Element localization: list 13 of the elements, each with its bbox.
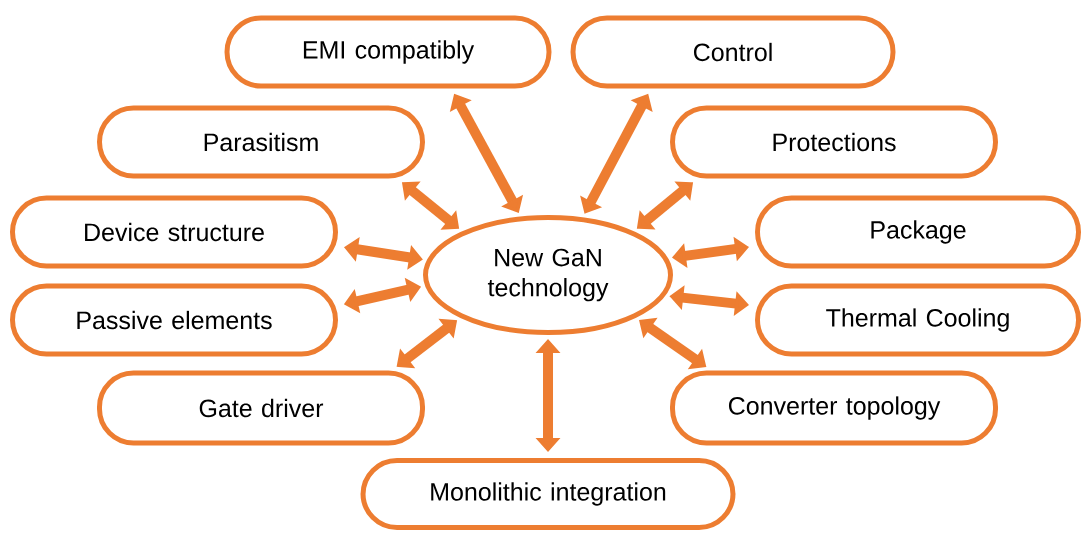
topic-box: Device structure xyxy=(10,195,338,269)
topic-box: Thermal Cooling xyxy=(755,283,1081,357)
topic-box: Package xyxy=(755,195,1081,269)
topic-box: Control xyxy=(570,15,896,89)
topic-box: Parasitism xyxy=(97,105,425,179)
topic-box: Protections xyxy=(670,105,998,179)
double-arrow xyxy=(535,339,561,452)
topic-box: Passive elements xyxy=(10,283,338,357)
topic-box: Gate driver xyxy=(97,370,425,446)
topic-box: Monolithic integration xyxy=(360,458,736,530)
topic-box: EMI compatibly xyxy=(224,15,552,89)
double-arrow xyxy=(672,236,749,269)
topic-box: Converter topology xyxy=(670,370,998,446)
